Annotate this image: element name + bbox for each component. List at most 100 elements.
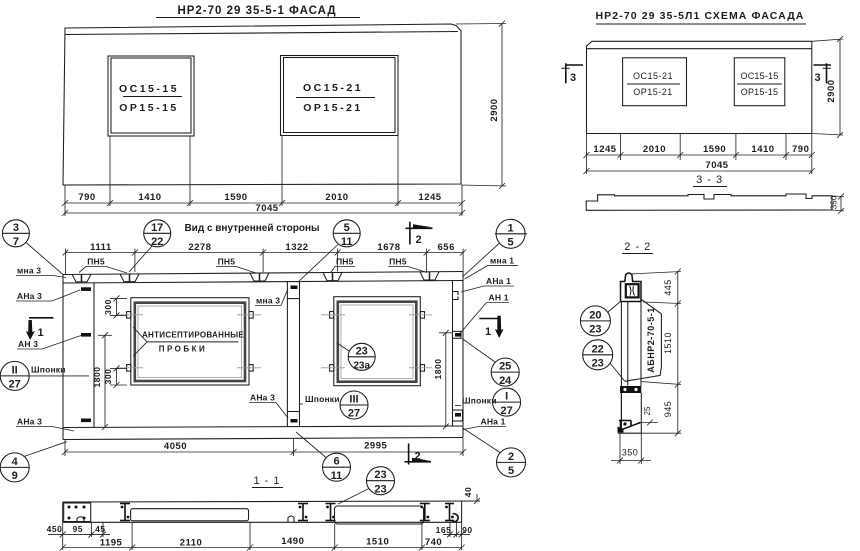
svg-text:АНТИСЕПТИРОВАННЫЕ: АНТИСЕПТИРОВАННЫЕ [142, 331, 244, 340]
svg-text:7045: 7045 [255, 203, 278, 214]
svg-text:2110: 2110 [180, 538, 203, 549]
svg-text:5: 5 [344, 222, 350, 234]
svg-text:1195: 1195 [100, 538, 123, 549]
svg-text:АБНР2-70-5-1: АБНР2-70-5-1 [646, 307, 656, 373]
svg-text:1245: 1245 [418, 192, 441, 203]
svg-text:23: 23 [374, 483, 386, 495]
svg-text:1: 1 [38, 327, 44, 339]
svg-text:1510: 1510 [366, 537, 389, 548]
svg-text:2995: 2995 [364, 441, 387, 452]
svg-text:3 - 3: 3 - 3 [696, 174, 723, 186]
svg-text:300: 300 [103, 369, 113, 385]
svg-text:1: 1 [508, 222, 514, 234]
svg-text:ОС15-15: ОС15-15 [119, 83, 179, 95]
svg-text:1800: 1800 [92, 367, 102, 388]
svg-text:23: 23 [592, 358, 604, 370]
svg-text:165: 165 [436, 525, 452, 535]
svg-text:1410: 1410 [138, 192, 161, 203]
svg-text:25: 25 [499, 361, 511, 373]
svg-text:350: 350 [830, 195, 839, 209]
svg-text:9: 9 [12, 470, 18, 482]
svg-text:мна 3: мна 3 [17, 266, 41, 276]
svg-text:20: 20 [589, 309, 601, 321]
svg-text:740: 740 [425, 537, 442, 548]
svg-text:2: 2 [415, 234, 421, 246]
svg-text:7: 7 [13, 236, 19, 248]
svg-text:350: 350 [622, 448, 639, 458]
svg-text:2: 2 [508, 451, 514, 463]
svg-text:25: 25 [643, 406, 652, 415]
svg-text:АНа 1: АНа 1 [481, 417, 506, 427]
svg-text:ОС15-15: ОС15-15 [741, 71, 779, 81]
svg-text:мна 1: мна 1 [490, 255, 514, 265]
svg-text:3: 3 [815, 72, 821, 84]
svg-text:Шпонки: Шпонки [305, 394, 340, 404]
svg-text:III: III [349, 394, 358, 406]
svg-text:445: 445 [663, 279, 673, 296]
svg-text:2900: 2900 [489, 98, 500, 121]
svg-text:2010: 2010 [643, 144, 666, 155]
svg-text:АНа 3: АНа 3 [17, 417, 42, 427]
svg-text:23а: 23а [353, 361, 370, 372]
svg-text:мна 3: мна 3 [256, 296, 280, 306]
svg-text:23: 23 [374, 469, 386, 481]
svg-text:ПН5: ПН5 [87, 257, 105, 267]
svg-text:1590: 1590 [224, 192, 247, 203]
svg-text:22: 22 [592, 343, 604, 355]
svg-text:790: 790 [78, 192, 95, 203]
svg-text:24: 24 [499, 375, 512, 387]
svg-text:7045: 7045 [705, 160, 728, 171]
svg-text:23: 23 [589, 324, 601, 336]
svg-text:ОР15-21: ОР15-21 [633, 87, 673, 97]
svg-text:ОС15-21: ОС15-21 [303, 82, 363, 94]
svg-text:2278: 2278 [188, 242, 211, 253]
svg-text:ПН5: ПН5 [336, 257, 354, 267]
svg-text:23: 23 [356, 345, 368, 357]
svg-text:ПН5: ПН5 [389, 257, 407, 267]
svg-text:95: 95 [73, 524, 83, 534]
svg-text:1410: 1410 [751, 144, 774, 155]
svg-text:2 - 2: 2 - 2 [624, 241, 651, 253]
svg-text:ОР15-15: ОР15-15 [741, 87, 778, 97]
svg-text:1245: 1245 [593, 144, 616, 155]
svg-text:11: 11 [341, 236, 353, 248]
svg-text:ОР15-15: ОР15-15 [119, 102, 179, 114]
svg-text:40: 40 [463, 487, 473, 497]
svg-text:1: 1 [485, 326, 491, 338]
svg-text:27: 27 [348, 408, 360, 420]
svg-text:НР2-70 29 35-5-1 ФАСАД: НР2-70 29 35-5-1 ФАСАД [177, 5, 336, 17]
svg-text:3: 3 [13, 222, 19, 234]
svg-text:22: 22 [151, 236, 163, 248]
svg-text:Вид с внутренней стороны: Вид с внутренней стороны [184, 223, 319, 234]
svg-text:1490: 1490 [281, 536, 304, 547]
svg-text:ПРОБКИ: ПРОБКИ [159, 345, 208, 354]
svg-text:5: 5 [508, 237, 514, 249]
svg-text:1 - 1: 1 - 1 [253, 475, 280, 487]
svg-text:Шпонки: Шпонки [462, 396, 497, 406]
svg-text:1111: 1111 [90, 242, 112, 253]
svg-text:Шпонки: Шпонки [31, 365, 66, 375]
svg-text:АНа 1: АНа 1 [486, 276, 511, 286]
svg-text:27: 27 [9, 379, 21, 391]
svg-text:I: I [505, 391, 508, 403]
svg-text:ОС15-21: ОС15-21 [633, 71, 673, 81]
svg-text:5: 5 [508, 465, 514, 477]
svg-text:3: 3 [570, 72, 576, 84]
svg-text:2: 2 [414, 451, 420, 463]
svg-text:945: 945 [663, 401, 673, 418]
svg-text:90: 90 [462, 525, 472, 535]
svg-text:27: 27 [500, 405, 512, 417]
svg-text:656: 656 [438, 242, 455, 253]
svg-text:АН 1: АН 1 [489, 293, 509, 303]
svg-text:1322: 1322 [285, 242, 308, 253]
svg-text:ОР15-21: ОР15-21 [303, 102, 363, 114]
svg-text:45: 45 [95, 524, 105, 534]
svg-text:300: 300 [103, 299, 113, 315]
svg-text:АНа 3: АНа 3 [250, 393, 275, 403]
svg-text:2900: 2900 [826, 79, 837, 102]
svg-text:4050: 4050 [164, 441, 187, 452]
svg-text:АН 3: АН 3 [18, 339, 38, 349]
svg-text:790: 790 [792, 144, 809, 155]
svg-text:1590: 1590 [703, 144, 726, 155]
svg-text:450: 450 [47, 524, 63, 534]
